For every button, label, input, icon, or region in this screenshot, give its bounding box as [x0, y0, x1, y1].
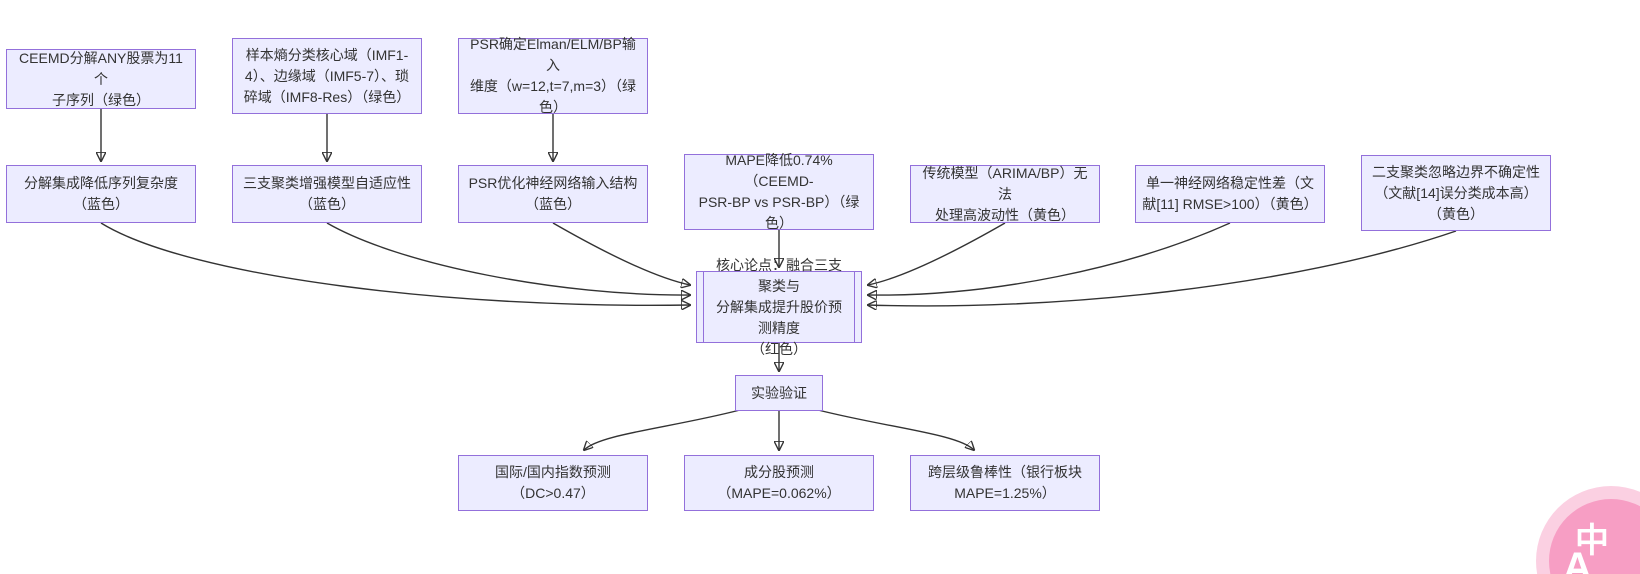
node-index-prediction: 国际/国内指数预测 （DC>0.47）: [458, 455, 648, 511]
edge-twoway-to-core: [868, 230, 1457, 306]
node-label: 三支聚类增强模型自适应性 （蓝色）: [243, 175, 411, 212]
node-experiment-validation: 实验验证: [735, 375, 823, 411]
node-ceemd-decompose: CEEMD分解ANY股票为11个 子序列（绿色）: [6, 49, 196, 109]
node-two-way-cluster-limit: 二支聚类忽略边界不确定性 （文献[14]误分类成本高） （黄色）: [1361, 155, 1551, 231]
translate-watermark-badge[interactable]: 中 A: [1536, 486, 1640, 574]
node-label: 成分股预测 （MAPE=0.062%）: [717, 464, 841, 501]
node-label: PSR确定Elman/ELM/BP输入 维度（w=12,t=7,m=3）（绿 色…: [469, 36, 637, 115]
node-label: 国际/国内指数预测 （DC>0.47）: [495, 464, 611, 501]
node-psr-input-structure: PSR优化神经网络输入结构 （蓝色）: [458, 165, 648, 223]
node-decomposition-complexity: 分解集成降低序列复杂度 （蓝色）: [6, 165, 196, 223]
node-label: 二支聚类忽略边界不确定性 （文献[14]误分类成本高） （黄色）: [1372, 163, 1540, 222]
subroutine-left-line: [703, 272, 704, 342]
node-constituent-prediction: 成分股预测 （MAPE=0.062%）: [684, 455, 874, 511]
node-core-thesis: 核心论点：融合三支聚类与 分解集成提升股价预测精度 （红色）: [696, 257, 862, 357]
edge-traditional-to-core: [868, 222, 1006, 285]
translate-icon-en-glyph: A: [1563, 545, 1592, 574]
edge-adaptivity-to-core: [326, 222, 690, 295]
node-psr-input-dimension: PSR确定Elman/ELM/BP输入 维度（w=12,t=7,m=3）（绿 色…: [458, 36, 648, 115]
node-three-way-adaptivity: 三支聚类增强模型自适应性 （蓝色）: [232, 165, 422, 223]
node-label: CEEMD分解ANY股票为11个 子序列（绿色）: [19, 49, 183, 108]
translate-icon-zh-glyph: 中: [1575, 522, 1609, 560]
subroutine-right-line: [854, 272, 855, 342]
edge-complexity-to-core: [100, 222, 690, 305]
node-label: 样本熵分类核心域（IMF1- 4）、边缘域（IMF5-7）、琐 碎域（IMF8-…: [243, 46, 411, 105]
node-label: 传统模型（ARIMA/BP）无法 处理高波动性（黄色）: [922, 164, 1088, 223]
node-single-nn-instability: 单一神经网络稳定性差（文 献[11] RMSE>100）（黄色）: [1135, 165, 1325, 223]
node-label: 实验验证: [751, 384, 807, 401]
node-label: 跨层级鲁棒性（银行板块 MAPE=1.25%）: [928, 464, 1082, 501]
node-label: 单一神经网络稳定性差（文 献[11] RMSE>100）（黄色）: [1142, 175, 1318, 212]
edge-experiment-to-index: [584, 409, 741, 450]
edge-experiment-to-robustness: [817, 409, 974, 450]
edge-structure-to-core: [552, 222, 690, 285]
node-traditional-model-limit: 传统模型（ARIMA/BP）无法 处理高波动性（黄色）: [910, 165, 1100, 223]
node-label: MAPE降低0.74%（CEEMD- PSR-BP vs PSR-BP）（绿 色…: [698, 152, 860, 231]
node-label: PSR优化神经网络输入结构 （蓝色）: [468, 175, 638, 212]
translate-icon: 中 A: [1549, 499, 1640, 574]
node-mape-reduction: MAPE降低0.74%（CEEMD- PSR-BP vs PSR-BP）（绿 色…: [684, 152, 874, 231]
edge-singlenn-to-core: [868, 222, 1231, 295]
node-cross-level-robustness: 跨层级鲁棒性（银行板块 MAPE=1.25%）: [910, 455, 1100, 511]
node-sample-entropy-domains: 样本熵分类核心域（IMF1- 4）、边缘域（IMF5-7）、琐 碎域（IMF8-…: [232, 38, 422, 114]
node-label: 核心论点：融合三支聚类与 分解集成提升股价预测精度 （红色）: [716, 256, 842, 357]
node-label: 分解集成降低序列复杂度 （蓝色）: [24, 175, 178, 212]
